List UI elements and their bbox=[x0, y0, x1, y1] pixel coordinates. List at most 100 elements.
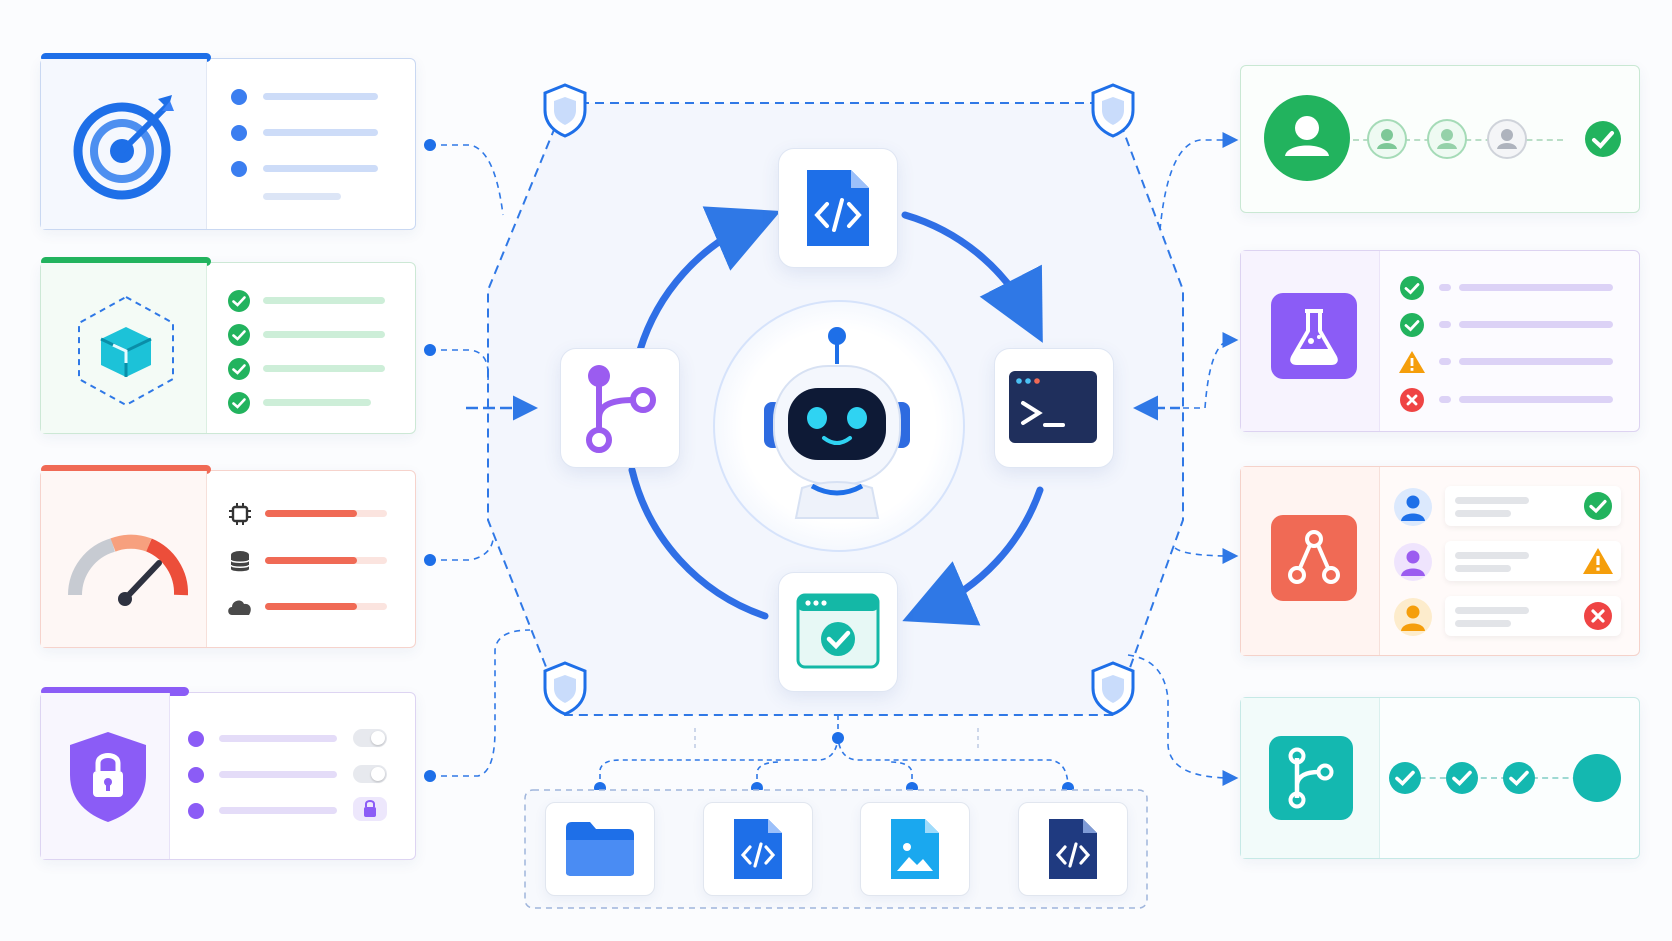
check-circle-icon bbox=[228, 392, 250, 414]
check-circle-icon bbox=[228, 290, 250, 312]
error-circle-icon bbox=[1400, 388, 1424, 412]
list-line bbox=[219, 735, 337, 742]
list-dot bbox=[188, 767, 204, 783]
check-circle-icon bbox=[1389, 762, 1421, 794]
list-line bbox=[1439, 284, 1451, 291]
list-dot bbox=[188, 731, 204, 747]
lock-icon bbox=[353, 797, 387, 821]
shield-icon bbox=[543, 661, 587, 716]
image-file-tile[interactable] bbox=[860, 802, 970, 896]
shield-lock-icon bbox=[70, 732, 146, 822]
reviewer-avatar bbox=[1394, 488, 1432, 526]
robot-icon bbox=[764, 327, 910, 519]
git-branch-tile bbox=[1269, 736, 1353, 820]
branch-tile[interactable] bbox=[560, 348, 680, 468]
error-circle-icon bbox=[1584, 602, 1612, 630]
image-file-icon bbox=[891, 819, 939, 879]
terminal-icon bbox=[1009, 371, 1097, 443]
card-accent bbox=[41, 53, 211, 62]
toggle-switch[interactable] bbox=[353, 765, 387, 783]
shield-icon bbox=[543, 83, 587, 138]
gauge-icon bbox=[68, 534, 189, 606]
toggle-switch[interactable] bbox=[353, 729, 387, 747]
shield-badge-bottom-left bbox=[540, 660, 590, 721]
check-circle-icon bbox=[228, 358, 250, 380]
usage-bar-fill bbox=[265, 603, 357, 610]
check-circle-icon bbox=[228, 324, 250, 346]
shield-badge-top-right bbox=[1088, 82, 1138, 143]
flask-icon bbox=[1290, 309, 1338, 365]
user-icon bbox=[1264, 95, 1350, 181]
performance-card[interactable] bbox=[40, 465, 416, 648]
list-dot bbox=[188, 803, 204, 819]
shield-badge-top-left bbox=[540, 82, 590, 143]
test-results-card[interactable] bbox=[1240, 250, 1640, 432]
deploy-card[interactable] bbox=[1240, 697, 1640, 859]
warning-icon bbox=[1583, 548, 1613, 574]
list-line bbox=[1459, 358, 1613, 365]
list-line bbox=[263, 399, 371, 406]
list-line bbox=[263, 165, 378, 172]
check-circle-icon bbox=[1503, 762, 1535, 794]
folder-icon bbox=[566, 822, 634, 876]
git-merge-tile bbox=[1271, 515, 1357, 601]
git-merge-icon bbox=[1288, 530, 1340, 584]
code-tile[interactable] bbox=[778, 148, 898, 268]
user-step-icon bbox=[1427, 119, 1467, 159]
pipeline-line bbox=[1399, 777, 1589, 779]
card-accent bbox=[41, 687, 189, 696]
user-step-icon bbox=[1367, 119, 1407, 159]
reviewer-avatar bbox=[1394, 543, 1432, 581]
check-circle-icon bbox=[1400, 313, 1424, 337]
check-circle-icon bbox=[1400, 276, 1424, 300]
git-branch-icon bbox=[1288, 747, 1334, 809]
browser-check-icon bbox=[796, 593, 880, 669]
approval-card[interactable] bbox=[1240, 65, 1640, 213]
flask-tile bbox=[1271, 293, 1357, 379]
terminal-tile[interactable] bbox=[994, 348, 1114, 468]
shield-icon bbox=[1091, 83, 1135, 138]
icon-cell bbox=[41, 471, 206, 647]
card-accent bbox=[41, 465, 211, 474]
cube-icon bbox=[78, 295, 174, 407]
list-line bbox=[263, 129, 378, 136]
database-icon bbox=[230, 551, 250, 572]
review-row bbox=[1445, 541, 1621, 581]
list-line bbox=[1459, 396, 1613, 403]
list-line bbox=[263, 297, 385, 304]
security-card[interactable] bbox=[40, 687, 416, 860]
reviewer-avatar bbox=[1394, 598, 1432, 636]
warning-icon bbox=[1399, 351, 1425, 373]
goal-card[interactable] bbox=[40, 53, 416, 230]
check-circle-icon bbox=[1446, 762, 1478, 794]
cpu-icon bbox=[229, 503, 251, 525]
list-line bbox=[1459, 321, 1613, 328]
code-file-dark-tile[interactable] bbox=[1018, 802, 1128, 896]
folder-tile[interactable] bbox=[545, 802, 655, 896]
usage-bar-fill bbox=[265, 557, 357, 564]
list-line bbox=[263, 193, 341, 200]
preview-tile[interactable] bbox=[778, 572, 898, 692]
review-row bbox=[1445, 486, 1621, 526]
cloud-icon bbox=[228, 600, 251, 615]
list-line bbox=[219, 771, 337, 778]
list-line bbox=[219, 807, 337, 814]
list-line bbox=[263, 93, 378, 100]
code-review-card[interactable] bbox=[1240, 466, 1640, 656]
current-step-dot bbox=[1573, 754, 1621, 802]
check-circle-icon bbox=[1584, 492, 1612, 520]
list-line bbox=[1439, 321, 1451, 328]
check-circle-icon bbox=[1585, 121, 1621, 157]
code-file-dark-icon bbox=[1049, 819, 1097, 879]
list-line bbox=[263, 331, 385, 338]
list-line bbox=[263, 365, 385, 372]
card-accent bbox=[41, 257, 211, 266]
branch-icon bbox=[586, 365, 656, 453]
target-icon bbox=[73, 95, 174, 200]
user-step-icon bbox=[1487, 119, 1527, 159]
build-card[interactable] bbox=[40, 257, 416, 434]
code-file-tile[interactable] bbox=[703, 802, 813, 896]
usage-bar-fill bbox=[265, 510, 357, 517]
shield-icon bbox=[1091, 661, 1135, 716]
list-line bbox=[1439, 396, 1451, 403]
